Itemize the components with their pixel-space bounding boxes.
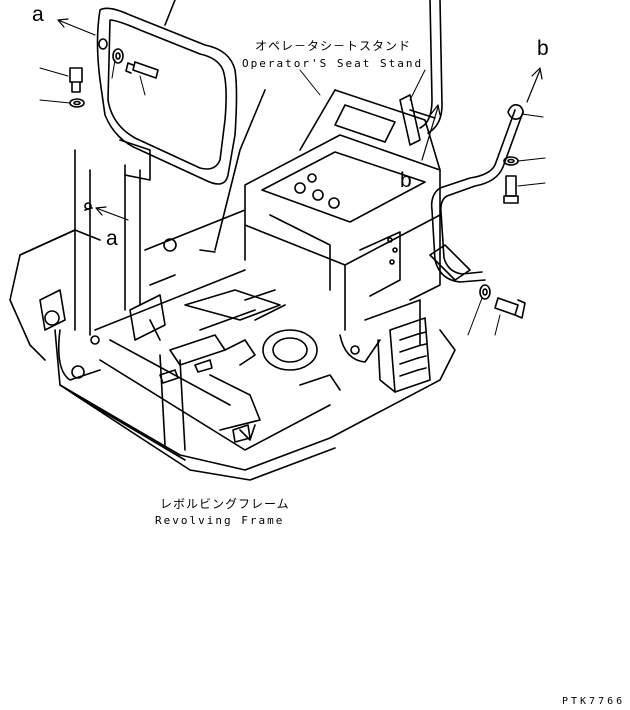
ref-label-a-top: a xyxy=(32,3,44,26)
reference-arrows xyxy=(57,18,543,221)
ref-label-b-top: b xyxy=(537,37,549,60)
seat-stand-label-en: Operator'S Seat Stand xyxy=(242,57,424,70)
connector-block xyxy=(377,317,431,393)
ref-label-b-mid: b xyxy=(400,169,412,192)
drawing-code: PTK7766 xyxy=(562,696,626,707)
seat-back-frame xyxy=(96,0,266,253)
left-post xyxy=(57,139,151,381)
revolving-frame xyxy=(9,209,456,481)
seat-stand xyxy=(244,89,441,363)
bolts-and-washers xyxy=(69,38,526,319)
seat-stand-label-jp: オペレ－タシ－トスタンド xyxy=(255,39,412,53)
leader-lines xyxy=(39,59,546,336)
right-handrail xyxy=(399,0,524,283)
revolving-frame-label-en: Revolving Frame xyxy=(155,514,285,527)
ref-label-a-mid: a xyxy=(106,227,118,250)
revolving-frame-label-jp: レボルビングフレーム xyxy=(160,497,290,511)
clip-hardware xyxy=(149,319,251,443)
